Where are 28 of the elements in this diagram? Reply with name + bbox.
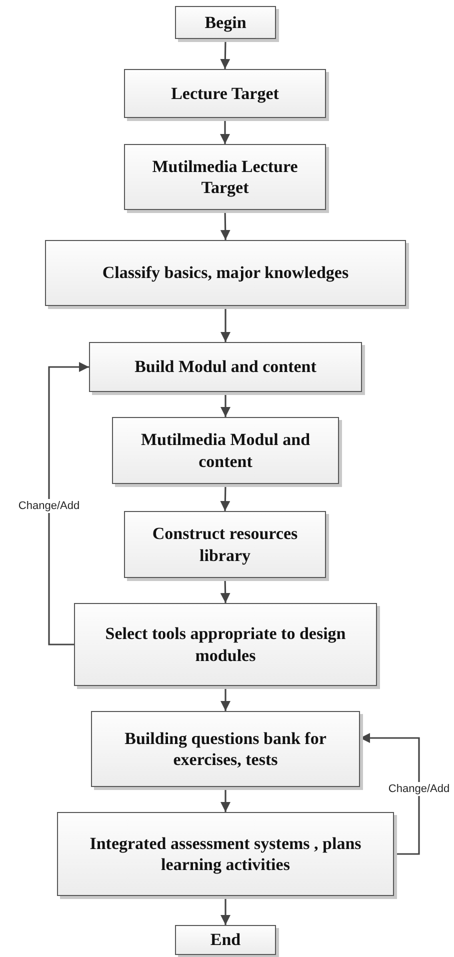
edge-label: Change/Add — [18, 498, 80, 513]
process-box — [175, 6, 276, 39]
process-box — [45, 240, 406, 306]
arrow — [360, 733, 420, 855]
process-box — [57, 812, 394, 896]
process-box — [124, 511, 326, 578]
process-box — [91, 711, 360, 787]
step-text: Mutilmedia Lecture Target — [151, 156, 299, 198]
process-box — [74, 603, 377, 686]
step-text: Lecture Target — [170, 82, 280, 104]
process-box — [89, 342, 362, 392]
step-text: Classify basics, major knowledges — [101, 262, 350, 284]
arrow — [220, 896, 230, 925]
step-text: Integrated assessment systems , plans learning activities — [88, 832, 362, 876]
process-box — [112, 417, 339, 484]
process-box — [124, 144, 326, 210]
process-box — [124, 69, 326, 118]
step-text: Build Modul and content — [134, 356, 318, 378]
process-box — [175, 925, 276, 955]
step-text: Construct resources library — [151, 523, 299, 566]
step-text: Select tools appropriate to design modules — [104, 623, 347, 666]
edge-label: Change/Add — [388, 782, 450, 796]
arrow — [220, 306, 230, 342]
step-text: Mutilmedia Modul and content — [140, 429, 312, 472]
step-text: End — [209, 929, 242, 951]
arrow — [48, 362, 89, 646]
step-text: Building questions bank for exercises, tests — [124, 728, 328, 770]
step-text: Begin — [204, 12, 248, 34]
